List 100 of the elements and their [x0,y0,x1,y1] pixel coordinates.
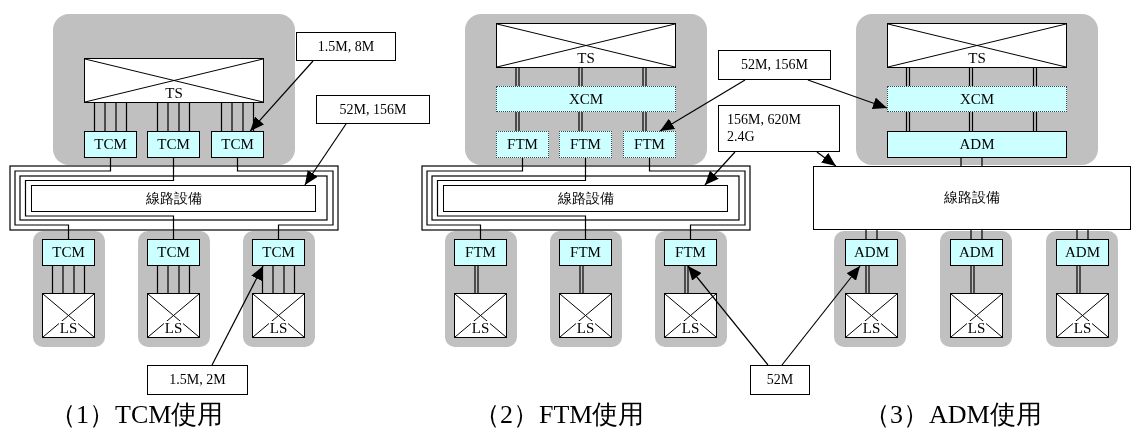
module-label: FTM [675,245,706,260]
switch-label: TS [967,51,987,66]
figure-caption: （3）ADM使用 [864,402,1042,428]
module-label: ADM [854,245,889,260]
connection-line [261,265,296,294]
connection-line [156,102,191,132]
connection-line [220,102,255,132]
dotted-module-box [559,131,612,158]
equipment-panel [243,231,315,347]
connection-line [970,229,983,240]
module-label: XCM [566,91,606,107]
equipment-panel [655,231,727,347]
module-box [845,239,898,266]
crossed-switch-box [664,293,717,338]
crossed-switch-box [559,293,612,338]
switch-label: TS [164,86,184,101]
connection-line [474,265,479,294]
dotted-module-box [496,131,549,158]
equipment-panel [138,231,210,347]
module-box [950,239,1003,266]
connection-line [93,102,128,132]
rate-text: 156M, 620M 2.4G [727,111,802,146]
module-label: FTM [465,245,496,260]
rate-callout-box [296,32,396,61]
module-label: ADM [1065,245,1100,260]
switch-label: LS [58,321,79,336]
switch-label: LS [966,321,987,336]
module-label: TCM [157,137,190,152]
switch-label: LS [163,321,184,336]
switch-label: LS [680,321,701,336]
module-box [454,239,507,266]
connection-line [1076,265,1081,294]
connection-line [970,265,975,294]
rate-callout-box [750,365,810,395]
crossed-switch-box [252,293,305,338]
leader-arrow [687,265,769,366]
module-label: ADM [959,137,995,152]
rate-callout-box [718,105,840,152]
equipment-panel [550,231,622,347]
connection-line [579,265,584,294]
connection-line [515,111,520,132]
module-label: ADM [959,245,994,260]
rate-callout-box [147,365,248,395]
rate-text: 52M, 156M [741,58,808,72]
connection-line [24,157,175,240]
equipment-panel [53,14,295,165]
rate-text: 52M [766,373,794,387]
figure-caption: （2）FTM使用 [474,402,645,428]
switch-label: LS [268,321,289,336]
module-box [147,131,200,158]
connection-line [865,265,870,294]
leader-arrow [704,151,736,186]
connection-line [642,111,647,132]
leader-arrow [249,60,314,132]
connection-line [865,229,878,240]
switch-label: LS [861,321,882,336]
switch-label: TS [576,51,596,66]
leader-arrow [211,265,264,366]
line-equipment-box [813,166,1131,230]
crossed-switch-box [887,23,1067,68]
equipment-panel [33,231,105,347]
module-label: TCM [94,137,127,152]
connection-line [426,157,524,240]
module-box [147,239,200,266]
equipment-label: 線路設備 [145,191,202,206]
equipment-panel [465,14,707,165]
module-label: XCM [957,91,997,107]
module-box [211,131,264,158]
module-label: FTM [505,137,540,152]
dotted-module-box [887,86,1067,112]
dotted-module-box [496,86,676,112]
connection-line [156,265,191,294]
connection-line [1076,229,1089,240]
connection-line [905,67,1038,87]
crossed-switch-box [1056,293,1109,338]
equipment-panel [445,231,517,347]
leader-arrow [304,123,347,186]
connection-line [905,111,1038,132]
equipment-panel [940,231,1012,347]
connection-line [578,111,583,132]
module-box [252,239,305,266]
module-label: FTM [568,137,603,152]
module-label: TCM [52,245,85,260]
module-label: TCM [262,245,295,260]
module-box [42,239,95,266]
crossed-switch-box [496,23,676,68]
rate-text: 1.5M, 8M [317,39,375,54]
switch-label: LS [1072,321,1093,336]
leader-arrow [807,79,888,109]
crossed-switch-box [454,293,507,338]
connection-line [648,157,746,240]
switch-label: LS [575,321,596,336]
figure-caption: （1）TCM使用 [50,402,224,428]
switch-label: LS [470,321,491,336]
module-box [887,131,1067,158]
crossed-switch-box [84,58,264,103]
rate-callout-box [718,50,831,80]
line-equipment-box [443,185,728,212]
equipment-panel [856,14,1098,165]
equipment-panel [834,231,906,347]
